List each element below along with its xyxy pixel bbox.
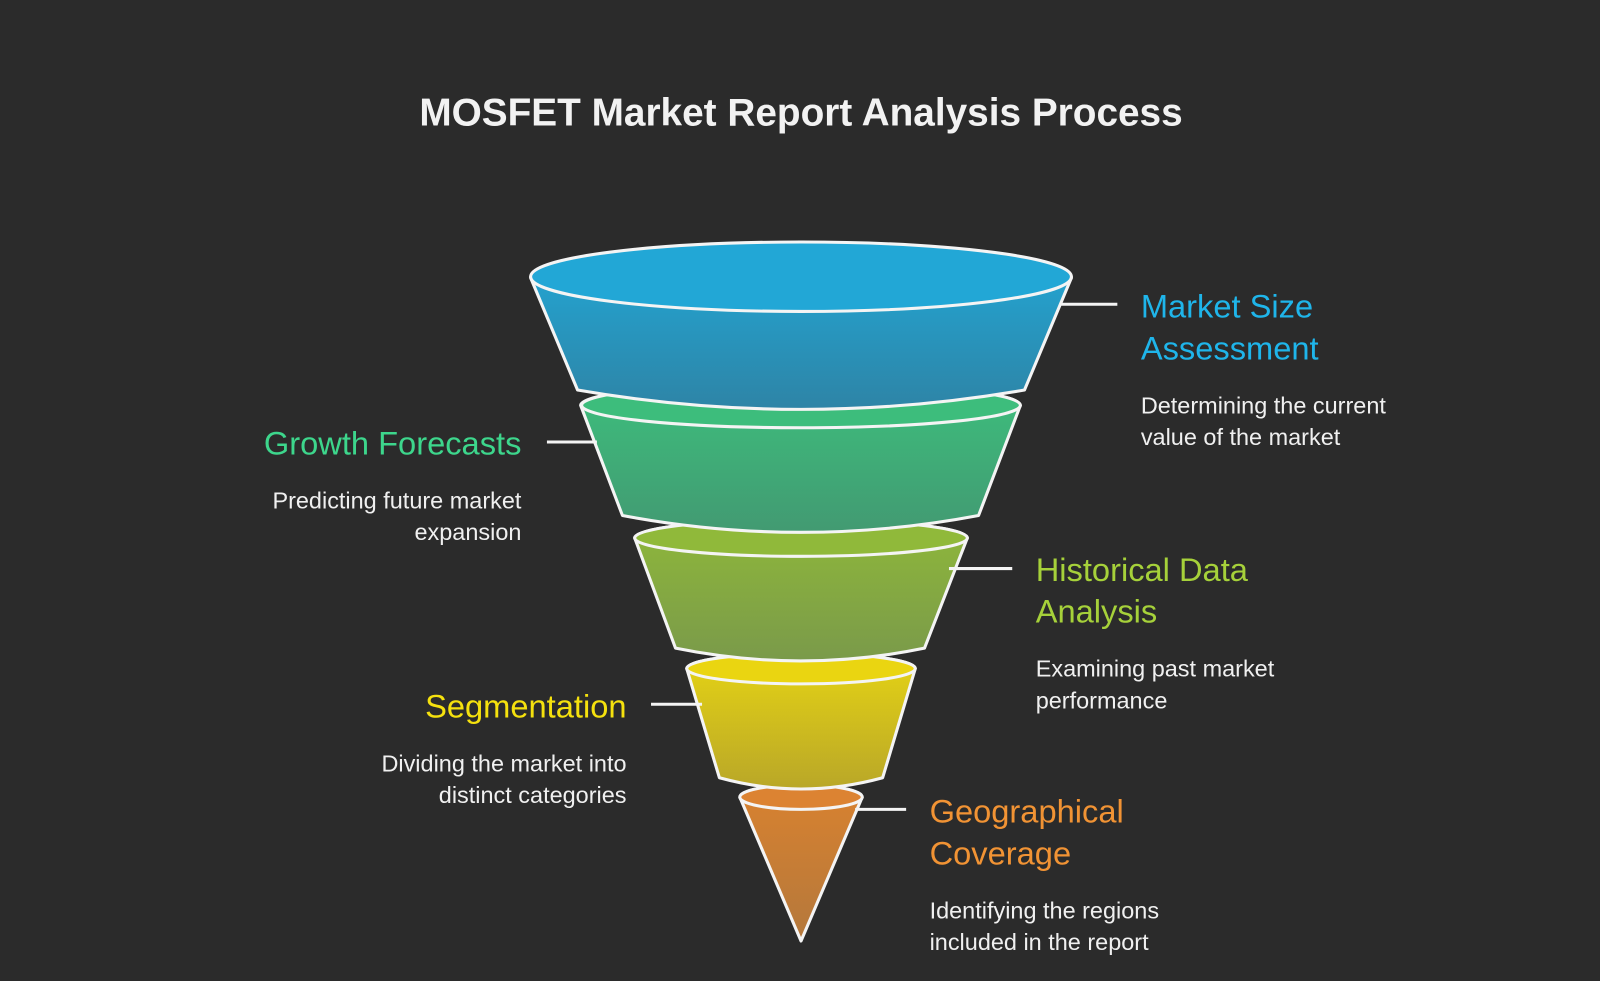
stage-title: Analysis xyxy=(1036,593,1158,630)
stage-title: Market Size xyxy=(1141,288,1313,325)
stage-description: included in the report xyxy=(930,929,1150,955)
stage-description: Examining past market xyxy=(1036,656,1275,682)
stage-description: Determining the current xyxy=(1141,392,1387,418)
stage-growth-forecasts: Growth Forecasts Predicting future marke… xyxy=(264,424,522,545)
stage-description: Identifying the regions xyxy=(930,898,1159,924)
stage-title: Coverage xyxy=(930,834,1072,871)
stage-title: Growth Forecasts xyxy=(264,424,522,461)
stage-segmentation: Segmentation Dividing the market into di… xyxy=(381,688,626,809)
stage-description: expansion xyxy=(414,519,521,545)
stage-historical-data-analysis: Historical Data Analysis Examining past … xyxy=(1036,551,1275,714)
stage-description: Dividing the market into xyxy=(381,751,626,777)
stage-description: Predicting future market xyxy=(272,487,521,513)
stage-title: Segmentation xyxy=(425,688,626,725)
stage-market-size-assessment: Market Size Assessment Determining the c… xyxy=(1141,288,1387,451)
funnel-segment-geographical-coverage xyxy=(738,783,864,943)
funnel-segment-market-size-assessment xyxy=(529,240,1073,411)
stage-title: Geographical xyxy=(930,793,1124,830)
stage-description: distinct categories xyxy=(439,782,627,808)
stage-geographical-coverage: Geographical Coverage Identifying the re… xyxy=(930,793,1159,956)
funnel-segment-historical-data-analysis xyxy=(633,518,969,663)
stage-description: value of the market xyxy=(1141,424,1341,450)
diagram-title: MOSFET Market Report Analysis Process xyxy=(419,92,1182,135)
funnel-segment-segmentation xyxy=(685,651,917,791)
stage-description: performance xyxy=(1036,687,1168,713)
stage-title: Assessment xyxy=(1141,329,1319,366)
stage-title: Historical Data xyxy=(1036,551,1249,588)
